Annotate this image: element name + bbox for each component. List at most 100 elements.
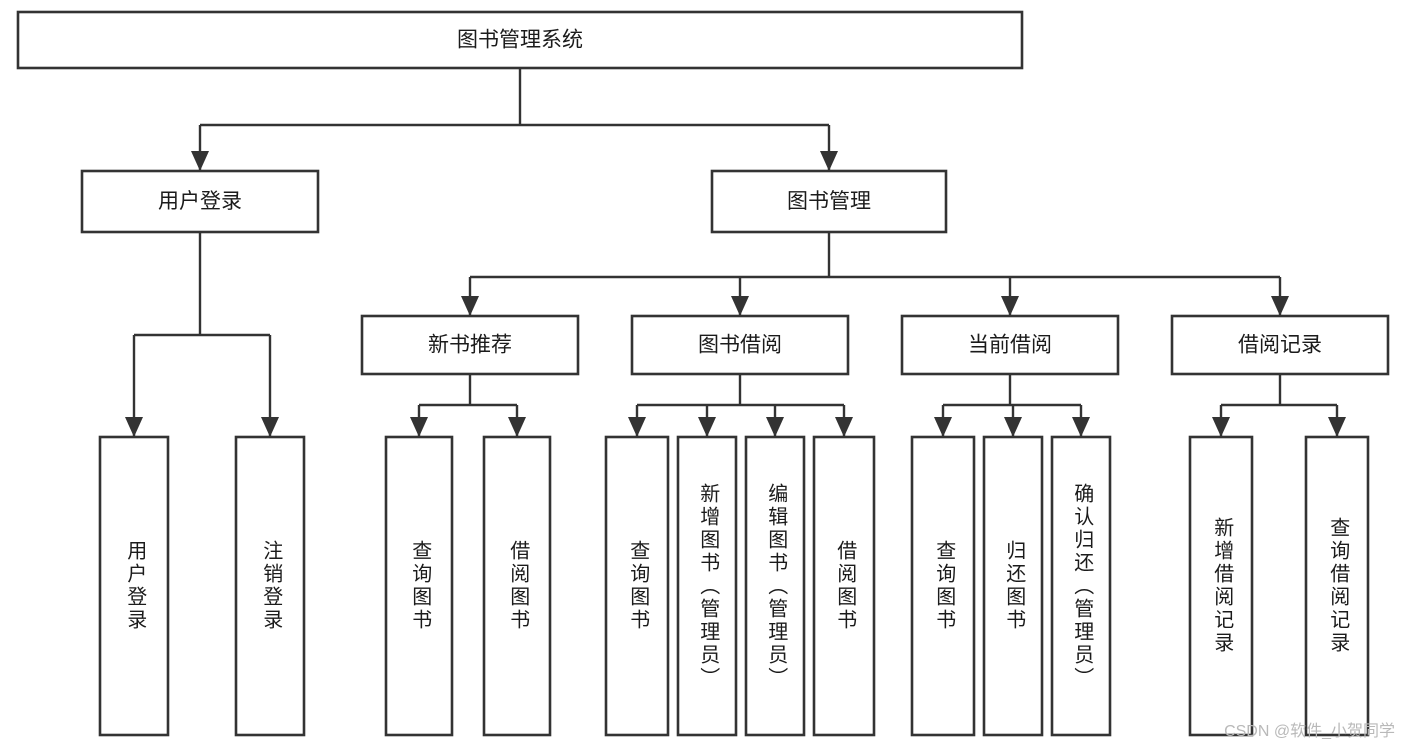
edge-arrowhead [261, 417, 279, 437]
edge-group-user-login [125, 232, 279, 437]
node-label: 新书推荐 [428, 334, 512, 357]
node-leaf-edit-book[interactable]: 编辑图书（管理员） [744, 435, 806, 737]
node-label-wrap: 借阅图书 [506, 540, 529, 632]
edge-arrowhead [1001, 296, 1019, 316]
edge-arrowhead [1004, 417, 1022, 437]
edge-arrowhead [191, 151, 209, 171]
edge-arrowhead [508, 417, 526, 437]
node-label-wrap: 查询借阅记录 [1326, 517, 1349, 655]
node-book-manage[interactable]: 图书管理 [710, 169, 948, 234]
node-label-wrap: 查询图书 [408, 540, 431, 632]
edge-arrowhead [125, 417, 143, 437]
node-leaf-query-book-2[interactable]: 查询图书 [604, 435, 670, 737]
node-label-wrap: 确认归还（管理员） [1070, 482, 1093, 690]
node-leaf-query-book-3[interactable]: 查询图书 [910, 435, 976, 737]
node-label: 新增图书（管理员） [696, 482, 719, 690]
node-box [1050, 435, 1112, 737]
node-label-wrap: 新增图书（管理员） [696, 482, 719, 690]
edge-layer [125, 68, 1346, 437]
node-label-wrap: 归还图书 [1002, 540, 1025, 632]
node-box [812, 435, 876, 737]
node-label-wrap: 查询图书 [932, 540, 955, 632]
node-box [98, 435, 170, 737]
edge-group-book-borrow [628, 374, 853, 437]
node-box [482, 435, 552, 737]
node-leaf-query-book-1[interactable]: 查询图书 [384, 435, 454, 737]
node-label-wrap: 借阅图书 [833, 540, 856, 632]
node-box [1170, 314, 1390, 376]
edge-arrowhead [698, 417, 716, 437]
edge-arrowhead [934, 417, 952, 437]
edge-arrowhead [461, 296, 479, 316]
node-root[interactable]: 图书管理系统 [16, 10, 1024, 70]
node-label-wrap: 用户登录 [123, 540, 146, 632]
node-current-borrow[interactable]: 当前借阅 [900, 314, 1120, 376]
node-label: 借阅图书 [506, 540, 529, 632]
node-label: 查询借阅记录 [1326, 517, 1349, 655]
node-label: 借阅图书 [833, 540, 856, 632]
node-label: 借阅记录 [1238, 334, 1322, 357]
node-label: 图书借阅 [698, 334, 782, 357]
edge-group-current-borrow [934, 374, 1090, 437]
node-box [384, 435, 454, 737]
edge-arrowhead [1271, 296, 1289, 316]
node-box [234, 435, 306, 737]
node-leaf-add-record[interactable]: 新增借阅记录 [1188, 435, 1254, 737]
edge-group-root [191, 68, 838, 171]
node-leaf-add-book[interactable]: 新增图书（管理员） [676, 435, 738, 737]
node-leaf-borrow-book-2[interactable]: 借阅图书 [812, 435, 876, 737]
edge-arrowhead [731, 296, 749, 316]
node-label: 用户登录 [123, 540, 146, 632]
node-box [604, 435, 670, 737]
node-box [676, 435, 738, 737]
node-label: 查询图书 [626, 540, 649, 632]
node-user-login[interactable]: 用户登录 [80, 169, 320, 234]
edge-arrowhead [766, 417, 784, 437]
node-leaf-return-book[interactable]: 归还图书 [982, 435, 1044, 737]
node-box [900, 314, 1120, 376]
node-box [744, 435, 806, 737]
node-box [1188, 435, 1254, 737]
edge-arrowhead [1072, 417, 1090, 437]
node-label-wrap: 查询图书 [626, 540, 649, 632]
node-label: 查询图书 [408, 540, 431, 632]
edge-arrowhead [410, 417, 428, 437]
node-new-book-rec[interactable]: 新书推荐 [360, 314, 580, 376]
node-leaf-confirm-return[interactable]: 确认归还（管理员） [1050, 435, 1112, 737]
node-label: 编辑图书（管理员） [764, 482, 787, 690]
edge-arrowhead [628, 417, 646, 437]
node-label: 查询图书 [932, 540, 955, 632]
node-label-wrap: 编辑图书（管理员） [764, 482, 787, 690]
edge-arrowhead [820, 151, 838, 171]
node-label: 新增借阅记录 [1210, 517, 1233, 655]
node-borrow-record[interactable]: 借阅记录 [1170, 314, 1390, 376]
edge-arrowhead [835, 417, 853, 437]
node-leaf-borrow-book-1[interactable]: 借阅图书 [482, 435, 552, 737]
node-box [80, 169, 320, 234]
node-book-borrow[interactable]: 图书借阅 [630, 314, 850, 376]
node-leaf-user-logout[interactable]: 注销登录 [234, 435, 306, 737]
node-label: 注销登录 [259, 540, 282, 632]
node-box [710, 169, 948, 234]
csdn-watermark: CSDN @软件_小贺同学 [1224, 723, 1395, 740]
node-label: 归还图书 [1002, 540, 1025, 632]
node-label-wrap: 新增借阅记录 [1210, 517, 1233, 655]
node-box [910, 435, 976, 737]
node-label: 当前借阅 [968, 334, 1052, 357]
node-leaf-user-login[interactable]: 用户登录 [98, 435, 170, 737]
node-box [360, 314, 580, 376]
node-leaf-query-record[interactable]: 查询借阅记录 [1304, 435, 1370, 737]
node-label: 图书管理 [787, 190, 871, 213]
node-label: 图书管理系统 [457, 29, 583, 52]
node-label-wrap: 注销登录 [259, 540, 282, 632]
node-box [1304, 435, 1370, 737]
edge-group-new-book-rec [410, 374, 526, 437]
node-label: 确认归还（管理员） [1070, 482, 1093, 690]
node-box [630, 314, 850, 376]
node-label: 用户登录 [158, 190, 242, 213]
edge-arrowhead [1328, 417, 1346, 437]
node-box [16, 10, 1024, 70]
edge-arrowhead [1212, 417, 1230, 437]
node-layer: 图书管理系统用户登录图书管理新书推荐图书借阅当前借阅借阅记录用户登录注销登录查询… [16, 10, 1390, 737]
edge-group-book-manage [461, 232, 1289, 316]
